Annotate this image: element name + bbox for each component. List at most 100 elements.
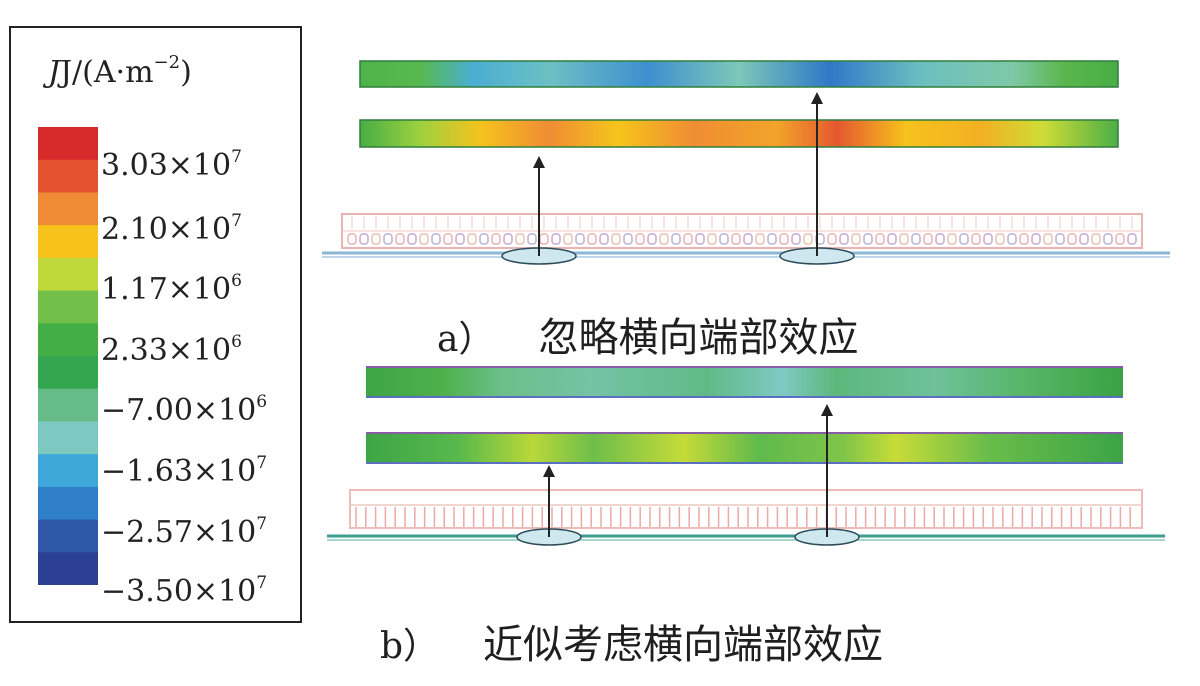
caption-b-text: 近似考虑横向端部效应 [483,622,884,668]
legend-color-step [38,421,98,455]
coil-loop [1043,233,1053,245]
caption-b-tag: b） [380,626,440,667]
coil-loop [935,233,945,245]
coil-loop [719,233,729,245]
coil-loop [659,233,669,245]
coil-loop [407,233,417,245]
coil-loop [863,233,873,245]
coil-loop [827,233,837,245]
coil-loop [551,233,561,245]
legend-tick-7: −2.57×107 [101,514,268,550]
coil-loop [839,233,849,245]
coil-loop [467,233,477,245]
panel-b-primary-strip [366,432,1123,464]
coil-loop [539,233,549,245]
panel-b-sensor-right [794,404,860,546]
coil-loop [683,233,693,245]
coil-loop [599,233,609,245]
legend-tick-6: −1.63×107 [101,453,268,489]
panel-a-coil-rail [322,213,1170,258]
legend-tick-4: 2.33×106 [101,332,242,368]
panel-a-sensor-right [779,92,855,265]
legend-color-step [38,519,98,553]
coil-loop [1067,233,1077,245]
coil-loop [971,233,981,245]
coil-loop [395,233,405,245]
legend-tick-2: 2.10×107 [101,211,242,247]
panel-a-primary-strip [359,119,1119,148]
legend-title-main: J/(A·m [60,55,154,90]
legend-color-step [38,552,98,585]
coil-loop [1091,233,1101,245]
panel-b-secondary-strip [366,366,1123,398]
coil-loop [647,233,657,245]
coil-loop [443,233,453,245]
coil-loop [1115,233,1125,245]
coil-loop [671,233,681,245]
coil-loop [995,233,1005,245]
coil-loop [479,233,489,245]
legend-tick-8: −3.50×107 [101,573,268,609]
coil-loop [383,233,393,245]
coil-loop [803,233,813,245]
coil-loop [911,233,921,245]
coil-loop [755,233,765,245]
legend-color-step [38,388,98,423]
coil-loop [731,233,741,245]
coil-loop [851,233,861,245]
coil-loop [695,233,705,245]
coil-loop [1079,233,1089,245]
coil-loop [635,233,645,245]
legend-title-close: ) [180,55,192,90]
coil-loop [563,233,573,245]
legend-color-step [38,192,98,226]
coil-loop [431,233,441,245]
legend-color-step [38,290,98,324]
coil-loop [743,233,753,245]
coil-loop [491,233,501,245]
legend-color-step [38,356,98,390]
coil-loop [899,233,909,245]
coil-loop [623,233,633,245]
legend-color-step [38,323,98,357]
coil-loop [947,233,957,245]
caption-b: b） 近似考虑横向端部效应 [380,612,883,670]
coil-loop [983,233,993,245]
legend-tick-5: −7.00×106 [101,392,268,428]
coil-loop [527,233,537,245]
coil-loop [419,233,429,245]
coil-loop [1031,233,1041,245]
legend-tick-3: 1.17×106 [101,271,242,307]
coil-loop [455,233,465,245]
legend-title: JJ/(A·m−2) [48,52,192,90]
panel-b-sensor-left [516,465,582,546]
caption-a-tag: a） [437,319,495,360]
coil-loop [1019,233,1029,245]
legend-color-step [38,159,98,194]
coil-loop [1007,233,1017,245]
legend-color-step [38,486,98,521]
coil-loop [611,233,621,245]
coil-loop [707,233,717,245]
coil-loop [1055,233,1065,245]
legend-color-step [38,225,98,259]
coil-loop [347,233,357,245]
coil-loop [1127,233,1137,245]
coil-loop [1103,233,1113,245]
caption-a-text: 忽略横向端部效应 [538,315,859,361]
legend-color-bar [38,127,98,585]
legend-color-step [38,257,98,292]
coil-loop [371,233,381,245]
panel-b-coil-rail [327,489,1165,541]
coil-loop [503,233,513,245]
legend-color-step [38,454,98,488]
coil-loop [575,233,585,245]
coil-loop [923,233,933,245]
coil-loop [359,233,369,245]
coil-loop [959,233,969,245]
coil-loop [887,233,897,245]
coil-loop [791,233,801,245]
legend-tick-1: 3.03×107 [101,147,242,183]
